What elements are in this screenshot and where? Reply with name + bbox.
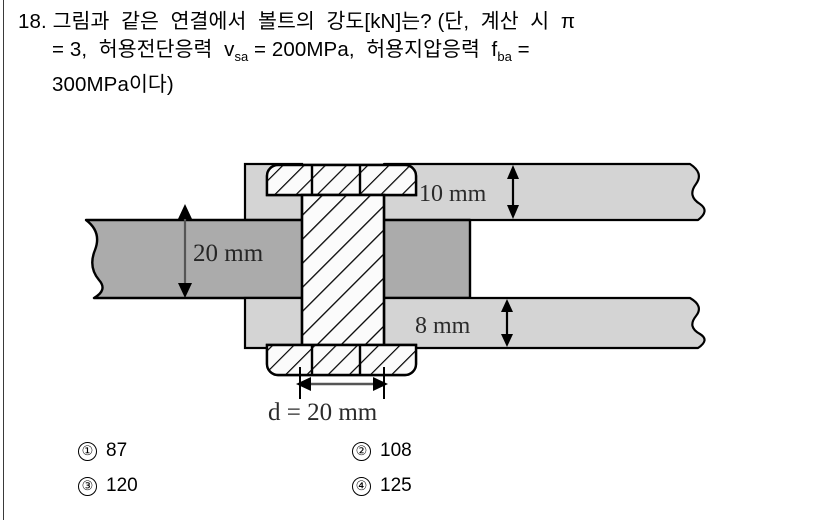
choice-4-label: 125 xyxy=(380,475,412,496)
choice-3[interactable]: ③ 120 xyxy=(78,475,138,497)
answer-choices: ① 87 ② 108 ③ 120 ④ 125 xyxy=(0,440,826,510)
dimension-bolt-diameter: d = 20 mm xyxy=(268,367,388,426)
dimension-top-plate-10mm: 10 mm xyxy=(419,165,519,219)
bolted-connection-figure: 20 mm 10 mm 8 mm d = 20 mm xyxy=(0,108,826,433)
label-10mm: 10 mm xyxy=(419,181,487,207)
question-line-3: 300MPa이다) xyxy=(52,73,174,97)
bolt-nut xyxy=(265,343,418,377)
choice-1-label: 87 xyxy=(106,440,128,461)
choice-3-label: 120 xyxy=(106,475,138,496)
question-line-2: = 3, 허용전단응력 vsa = 200MPa, 허용지압응력 fba = xyxy=(52,36,808,71)
f-ba-subscript: ba xyxy=(497,49,512,65)
question-line-1: 18. 그림과 같은 연결에서 볼트의 강도[kN]는? (단, 계산 시 π xyxy=(18,10,576,33)
question-block: 18. 그림과 같은 연결에서 볼트의 강도[kN]는? (단, 계산 시 π … xyxy=(18,8,808,99)
choice-row-1: ① 87 ② 108 xyxy=(0,440,826,475)
question-line-2-part-a: = 3, 허용전단응력 v xyxy=(52,38,235,61)
choice-row-2: ③ 120 ④ 125 xyxy=(0,475,826,510)
bolt-head xyxy=(265,163,418,197)
bolt-shank xyxy=(300,193,386,348)
dimension-middle-bar-20mm: 20 mm xyxy=(178,204,264,298)
question-line-2-part-c: = xyxy=(511,38,530,61)
choice-4[interactable]: ④ 125 xyxy=(352,475,412,497)
dimension-bottom-plate-8mm: 8 mm xyxy=(415,299,513,347)
choice-1[interactable]: ① 87 xyxy=(78,440,127,462)
bottom-cover-plate-8mm xyxy=(243,296,706,350)
label-bolt-diameter: d = 20 mm xyxy=(268,399,378,426)
choice-2[interactable]: ② 108 xyxy=(352,440,412,462)
middle-bar-20mm xyxy=(84,218,472,300)
choice-4-number: ④ xyxy=(352,476,371,496)
question-line-2-part-b: = 200MPa, 허용지압응력 f xyxy=(248,38,498,61)
page-edge-rule xyxy=(3,0,4,520)
label-8mm: 8 mm xyxy=(415,313,471,339)
choice-2-label: 108 xyxy=(380,440,412,461)
choice-1-number: ① xyxy=(78,441,97,461)
label-20mm: 20 mm xyxy=(193,240,264,267)
choice-3-number: ③ xyxy=(78,476,97,496)
sigma-sa-subscript: sa xyxy=(234,49,249,65)
choice-2-number: ② xyxy=(352,441,371,461)
